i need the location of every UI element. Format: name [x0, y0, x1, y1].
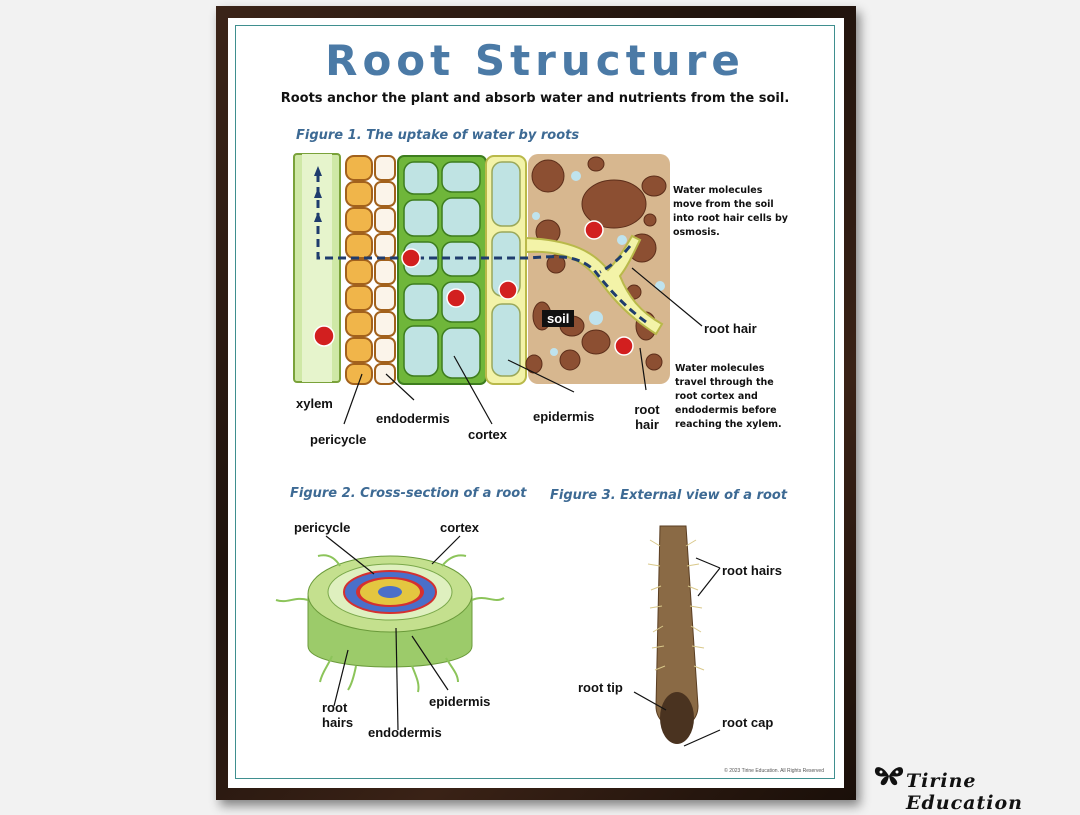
butterfly-icon [874, 767, 904, 786]
figure1-diagram [275, 153, 721, 747]
label-fig2-endodermis: endodermis [368, 725, 442, 740]
label-fig3-root-tip: root tip [578, 680, 623, 695]
note-cortex-path: Water molecules travel through the root … [675, 363, 782, 430]
label-endodermis: endodermis [376, 411, 450, 426]
label-fig2-cortex: cortex [440, 520, 480, 535]
figure1-caption: Figure 1. The uptake of water by roots [296, 128, 580, 143]
water-flow-arrows [316, 172, 647, 324]
poster-mat: Root Structure Roots anchor the plant an… [228, 18, 844, 788]
label-root-hair-bottom: root hair [634, 402, 660, 432]
label-fig3-root-hairs: root hairs [722, 563, 782, 578]
label-epidermis: epidermis [533, 409, 595, 424]
brand-name: Tirine Education [906, 770, 1023, 814]
cross-section-root [307, 555, 473, 668]
label-fig2-pericycle: pericycle [294, 520, 351, 535]
label-fig2-root-hairs: root hairs [322, 700, 354, 730]
picture-frame: Root Structure Roots anchor the plant an… [216, 6, 856, 800]
poster-title: Root Structure [325, 36, 745, 85]
figure2-caption: Figure 2. Cross-section of a root [290, 486, 527, 501]
endodermis-cells [374, 155, 396, 385]
poster-subtitle: Roots anchor the plant and absorb water … [280, 91, 790, 106]
copyright-notice: © 2023 Tirine Education. All Rights Rese… [724, 768, 824, 774]
poster: Root Structure Roots anchor the plant an… [235, 25, 835, 779]
label-root-hair-right: root hair [704, 321, 757, 336]
external-root [655, 525, 699, 744]
note-osmosis: Water molecules move from the soil into … [673, 185, 788, 238]
label-pericycle: pericycle [310, 432, 367, 447]
label-cortex: cortex [468, 427, 508, 442]
label-fig3-root-cap: root cap [722, 715, 774, 730]
root-hair-fibers [647, 539, 705, 671]
label-soil: soil [542, 310, 575, 327]
water-molecules [313, 220, 634, 356]
label-xylem: xylem [296, 396, 333, 411]
label-fig2-epidermis: epidermis [429, 694, 491, 709]
figure3-caption: Figure 3. External view of a root [550, 488, 788, 503]
pericycle-cells [345, 155, 373, 385]
